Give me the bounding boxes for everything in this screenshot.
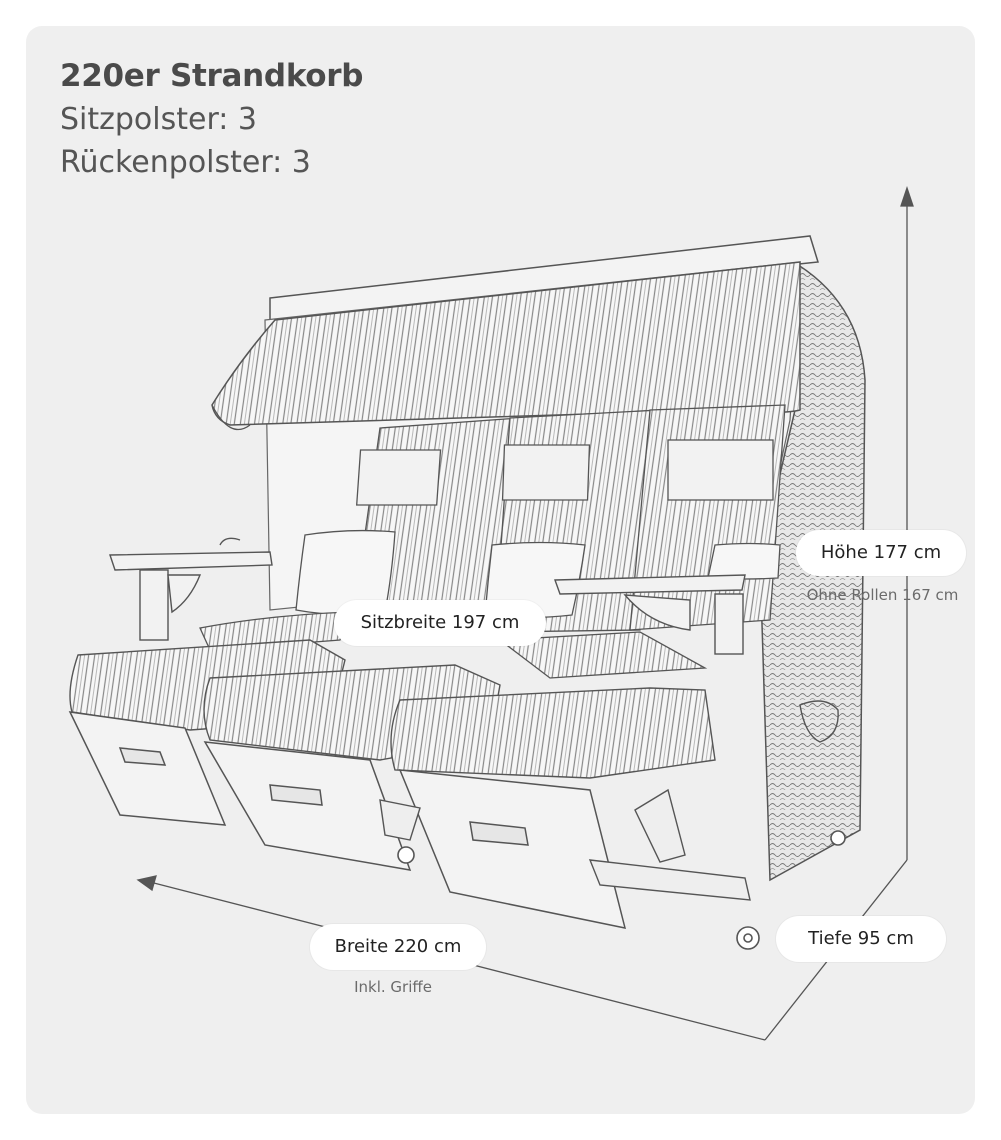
wheels xyxy=(397,830,846,950)
back-cushions-count: Rückenpolster: 3 xyxy=(60,145,311,180)
base-frame xyxy=(379,788,751,901)
depth-label: Tiefe 95 cm xyxy=(776,916,946,962)
seat-cushions-front xyxy=(69,639,716,779)
footrest-drawers xyxy=(68,711,627,929)
seat-cushions-count: Sitzpolster: 3 xyxy=(60,102,258,137)
height-note: Ohne Rollen 167 cm xyxy=(806,586,959,604)
height-label: Höhe 177 cm xyxy=(796,530,966,576)
right-armrest xyxy=(554,574,839,743)
throw-pillows xyxy=(295,529,781,619)
roof-frame xyxy=(269,235,819,321)
product-title: 220er Strandkorb xyxy=(60,58,364,94)
seat-width-label: Sitzbreite 197 cm xyxy=(334,600,546,646)
width-label: Breite 220 cm xyxy=(310,924,486,970)
width-note: Inkl. Griffe xyxy=(354,978,432,996)
left-armrest xyxy=(109,537,273,641)
height-dimension-line xyxy=(900,185,914,860)
seat-cushions-back xyxy=(199,611,708,679)
